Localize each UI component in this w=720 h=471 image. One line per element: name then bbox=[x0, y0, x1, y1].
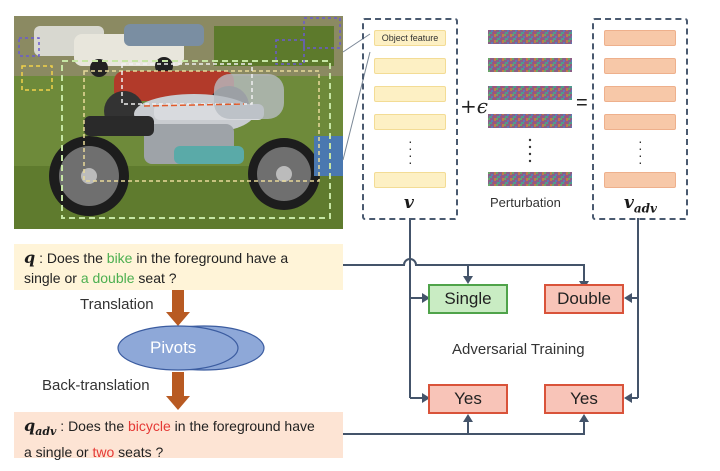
perturbation-noise bbox=[488, 30, 572, 186]
question-adv-text: a single or bbox=[24, 444, 93, 461]
adv-feature-slot bbox=[604, 172, 676, 188]
answer-yes-left: Yes bbox=[428, 384, 508, 414]
vertical-ellipsis: ···· bbox=[408, 133, 413, 170]
translation-label: Translation bbox=[80, 296, 154, 313]
question-adv-highlight-bicycle: bicycle bbox=[128, 418, 171, 434]
translation-arrow bbox=[166, 290, 190, 326]
photo-illustration bbox=[14, 16, 343, 229]
question-adv-highlight-two: two bbox=[92, 444, 115, 461]
question-highlight-bike: bike bbox=[106, 250, 133, 266]
back-translation-label: Back-translation bbox=[42, 377, 150, 394]
back-translation-arrow bbox=[166, 372, 190, 410]
question-adv-text: seats ? bbox=[114, 444, 164, 461]
v-adv-symbol: vadv bbox=[624, 193, 658, 216]
object-feature-label: Object feature bbox=[374, 30, 446, 46]
question-text: seat ? bbox=[134, 270, 177, 286]
pivots-label: Pivots bbox=[150, 338, 197, 357]
question-highlight-double: a double bbox=[80, 270, 135, 286]
feature-slot bbox=[374, 86, 446, 102]
adv-feature-slot bbox=[604, 86, 676, 102]
motorcycle-photo bbox=[14, 16, 343, 229]
feature-box-v-adv: ···· vadv bbox=[592, 18, 688, 220]
v-symbol: v bbox=[404, 193, 414, 213]
vertical-ellipsis: ···· bbox=[638, 133, 643, 170]
feature-slot bbox=[374, 58, 446, 74]
question-text: single or bbox=[24, 270, 81, 286]
feature-slot bbox=[374, 172, 446, 188]
question-box: q : Does the bike in the foreground have… bbox=[14, 244, 343, 290]
adv-feature-slot bbox=[604, 30, 676, 46]
q-adv-symbol: qadv bbox=[24, 416, 57, 439]
question-adv-text: in the foreground have bbox=[170, 418, 315, 434]
feature-box-v: Object feature ···· v bbox=[362, 18, 458, 220]
answer-yes-right: Yes bbox=[544, 384, 624, 414]
adversarial-training-label: Adversarial Training bbox=[452, 341, 585, 358]
epsilon-label: +ϵ bbox=[460, 94, 488, 118]
question-text: in the foreground have a bbox=[132, 250, 289, 266]
perturbation-label: Perturbation bbox=[490, 195, 561, 210]
adv-feature-slot bbox=[604, 58, 676, 74]
pivots-ellipses bbox=[117, 325, 265, 371]
answer-single: Single bbox=[428, 284, 508, 314]
question-adv-text: : Does the bbox=[56, 418, 128, 434]
equals-sign: = bbox=[576, 92, 588, 114]
question-text: : Does the bbox=[35, 250, 107, 266]
q-symbol: q bbox=[24, 248, 36, 267]
feature-slot bbox=[374, 114, 446, 130]
adversarial-question-box: qadv : Does the bicycle in the foregroun… bbox=[14, 412, 343, 461]
answer-double: Double bbox=[544, 284, 624, 314]
adv-feature-slot bbox=[604, 114, 676, 130]
